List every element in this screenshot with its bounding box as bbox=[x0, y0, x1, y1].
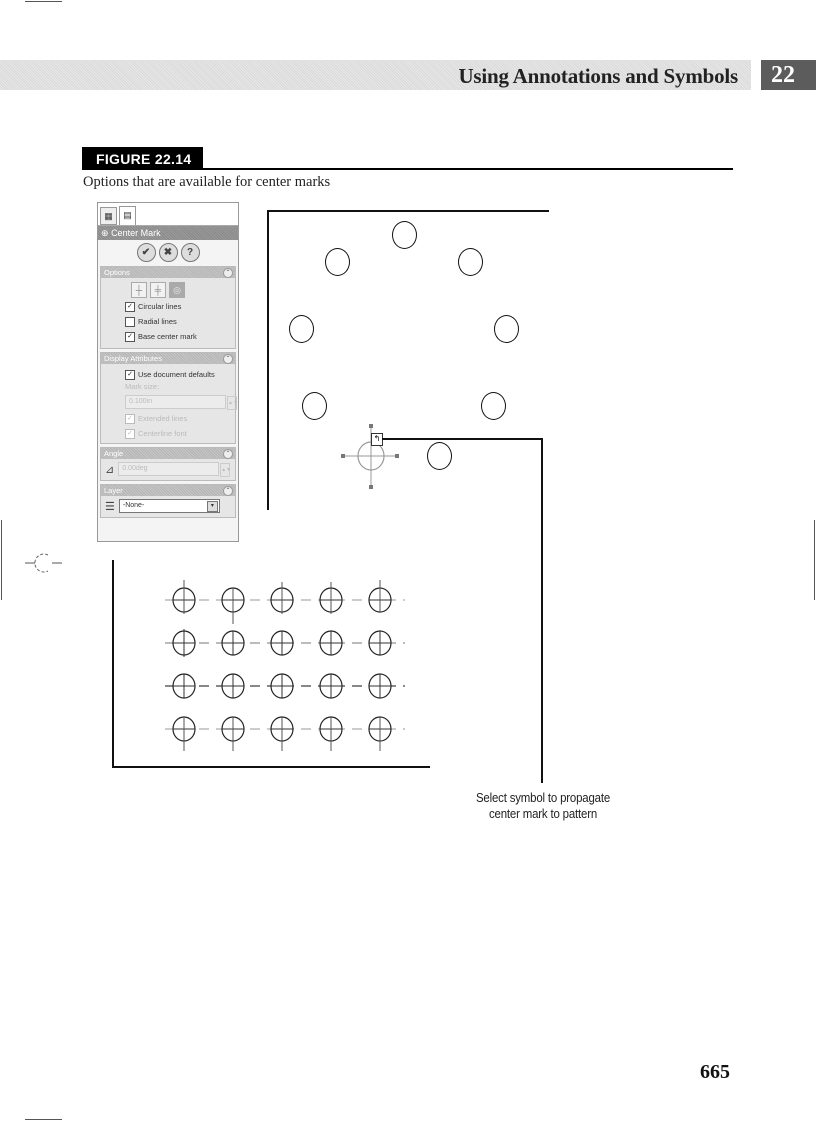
figure-label: FIGURE 22.14 bbox=[82, 147, 204, 170]
panel-title: Center Mark bbox=[111, 228, 161, 238]
display-attributes-header[interactable]: Display Attributes ⌃ bbox=[101, 353, 235, 364]
callout-leader-horizontal bbox=[382, 438, 542, 440]
page-number: 665 bbox=[700, 1061, 730, 1083]
cancel-button[interactable]: ✖ bbox=[158, 242, 178, 262]
panel-actions: ✔ ✖ ? bbox=[98, 240, 238, 264]
property-manager-tab-icon[interactable]: ▤ bbox=[119, 206, 136, 225]
collapse-icon[interactable]: ⌃ bbox=[223, 268, 233, 278]
angle-icon: ⊿ bbox=[105, 463, 115, 476]
crop-mark-left bbox=[1, 520, 2, 600]
options-group-header[interactable]: Options ⌃ bbox=[101, 267, 235, 278]
circular-lines-label: Circular lines bbox=[138, 302, 182, 311]
propagate-symbol-icon[interactable]: ↰ bbox=[371, 433, 383, 446]
callout-line-1: Select symbol to propagate bbox=[475, 790, 611, 805]
callout-line-2: center mark to pattern bbox=[488, 806, 598, 821]
center-mark-property-manager: ▦ ▤ ⊕ Center Mark ✔ ✖ ? Options ⌃ ┼ ╪ ◎ … bbox=[97, 202, 239, 542]
layer-group: Layer ⌃ ☰ -None- ▾ bbox=[100, 484, 236, 518]
registration-mark-icon bbox=[25, 553, 62, 573]
use-document-defaults-label: Use document defaults bbox=[138, 370, 215, 379]
chapter-number-badge: 22 bbox=[761, 60, 816, 90]
figure-rule bbox=[82, 168, 733, 170]
chevron-down-icon[interactable]: ▾ bbox=[206, 501, 218, 512]
mark-size-label: Mark size: bbox=[125, 382, 160, 391]
crop-mark-bottom-left bbox=[25, 1119, 62, 1120]
spinner-icon[interactable]: ▲▼ bbox=[227, 396, 238, 410]
angle-value: 0.00deg bbox=[122, 465, 148, 472]
layers-icon: ☰ bbox=[105, 500, 115, 513]
angle-group-title: Angle bbox=[104, 449, 124, 458]
panel-tabs: ▦ ▤ bbox=[98, 203, 238, 226]
drawing-frame-left bbox=[267, 210, 269, 510]
collapse-icon[interactable]: ⌃ bbox=[223, 354, 233, 364]
angle-field[interactable]: 0.00deg ▲▼ bbox=[118, 462, 231, 477]
base-center-mark-label: Base center mark bbox=[138, 332, 197, 341]
use-document-defaults-option[interactable]: ✓ Use document defaults bbox=[105, 367, 231, 382]
circular-lines-checkbox[interactable]: ✓ bbox=[125, 301, 135, 312]
collapse-icon[interactable]: ⌃ bbox=[223, 449, 233, 459]
running-header-title: Using Annotations and Symbols bbox=[458, 64, 738, 88]
extended-lines-option[interactable]: ✓ Extended lines bbox=[105, 411, 231, 426]
pattern-frame-left bbox=[112, 560, 114, 767]
extended-lines-label: Extended lines bbox=[138, 414, 188, 423]
crop-mark-right bbox=[814, 520, 815, 600]
circular-center-mark-icon[interactable]: ◎ bbox=[169, 282, 185, 298]
layer-select[interactable]: -None- ▾ bbox=[118, 499, 220, 513]
callout-leader-vertical bbox=[541, 438, 543, 783]
running-header-band bbox=[0, 60, 751, 90]
crop-mark-top-left bbox=[25, 1, 62, 2]
linear-pattern-center-marks bbox=[165, 580, 405, 751]
spinner-icon[interactable]: ▲▼ bbox=[220, 463, 231, 477]
linear-center-mark-icon[interactable]: ╪ bbox=[150, 282, 166, 298]
radial-lines-label: Radial lines bbox=[138, 317, 177, 326]
hole-4 bbox=[289, 315, 314, 343]
layer-group-title: Layer bbox=[104, 486, 123, 495]
hole-6 bbox=[302, 392, 327, 420]
options-group-title: Options bbox=[104, 268, 130, 277]
layer-selected-value: -None- bbox=[122, 502, 145, 509]
angle-group-header[interactable]: Angle ⌃ bbox=[101, 448, 235, 459]
centerline-font-label: Centerline font bbox=[138, 429, 187, 438]
display-attributes-title: Display Attributes bbox=[104, 354, 162, 363]
circular-lines-option[interactable]: ✓ Circular lines bbox=[105, 299, 231, 314]
collapse-icon[interactable]: ⌃ bbox=[223, 486, 233, 496]
hole-2 bbox=[325, 248, 350, 276]
single-center-mark-icon[interactable]: ┼ bbox=[131, 282, 147, 298]
hole-7 bbox=[481, 392, 506, 420]
angle-group: Angle ⌃ ⊿ 0.00deg ▲▼ bbox=[100, 447, 236, 481]
hole-8 bbox=[427, 442, 452, 470]
center-mark-icon: ⊕ bbox=[101, 228, 109, 238]
radial-lines-option[interactable]: Radial lines bbox=[105, 314, 231, 329]
drawing-frame-top bbox=[267, 210, 549, 212]
hole-3 bbox=[458, 248, 483, 276]
extended-lines-checkbox[interactable]: ✓ bbox=[125, 413, 135, 424]
display-attributes-group: Display Attributes ⌃ ✓ Use document defa… bbox=[100, 352, 238, 444]
radial-lines-checkbox[interactable] bbox=[125, 316, 135, 327]
panel-title-bar: ⊕ Center Mark bbox=[98, 226, 238, 240]
mark-type-buttons: ┼ ╪ ◎ bbox=[105, 281, 231, 299]
feature-manager-tab-icon[interactable]: ▦ bbox=[100, 207, 117, 225]
layer-group-header[interactable]: Layer ⌃ bbox=[101, 485, 235, 496]
base-center-mark-option[interactable]: ✓ Base center mark bbox=[105, 329, 231, 344]
hole-1 bbox=[392, 221, 417, 249]
figure-caption: Options that are available for center ma… bbox=[83, 174, 331, 190]
hole-5 bbox=[494, 315, 519, 343]
help-button[interactable]: ? bbox=[180, 242, 200, 262]
mark-size-value: 0.100in bbox=[129, 398, 152, 405]
base-center-mark-checkbox[interactable]: ✓ bbox=[125, 331, 135, 342]
options-group: Options ⌃ ┼ ╪ ◎ ✓ Circular lines Radial … bbox=[100, 266, 236, 349]
pattern-frame-bottom bbox=[112, 766, 430, 768]
ok-button[interactable]: ✔ bbox=[136, 242, 156, 262]
mark-size-field[interactable]: 0.100in ▲▼ bbox=[125, 395, 238, 410]
centerline-font-checkbox[interactable]: ✓ bbox=[125, 428, 135, 439]
centerline-font-option[interactable]: ✓ Centerline font bbox=[105, 426, 231, 441]
callout-text: Select symbol to propagate center mark t… bbox=[466, 790, 621, 822]
use-document-defaults-checkbox[interactable]: ✓ bbox=[125, 369, 135, 380]
